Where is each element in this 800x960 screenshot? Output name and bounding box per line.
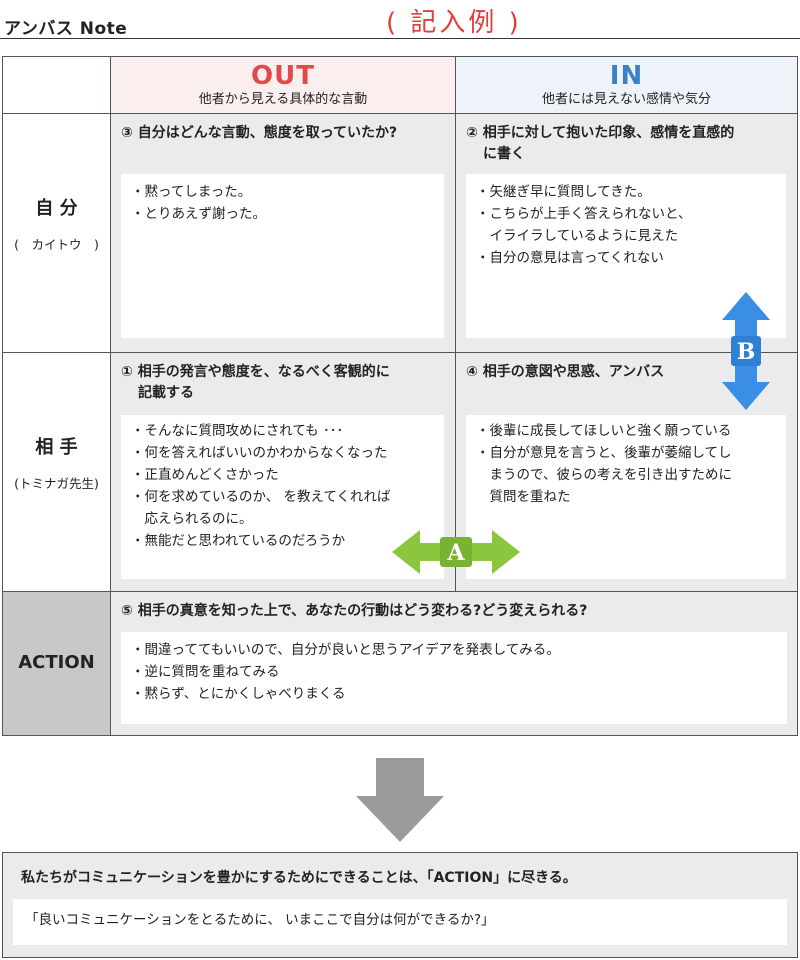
out-subtitle: 他者から見える具体的な言動	[198, 92, 368, 107]
q3-item: ・黙ってしまった。	[131, 184, 252, 200]
column-header-in: IN 他者には見えない感情や気分	[455, 56, 798, 114]
q4-title: ④ 相手の意図や思惑、アンバス	[466, 364, 665, 380]
row-label-other: 相 手 (トミナガ先生)	[2, 352, 111, 592]
q4-item: ・後輩に成長してほしいと強く願っている	[476, 423, 732, 439]
action-label: ACTION	[18, 652, 95, 673]
q5-item: ・黙らず、とにかくしゃべりまくる	[131, 686, 346, 702]
q1-box[interactable]: ・そんなに質問攻めにされても ･･･ ・何を答えればいいのかわからなくなった ・…	[121, 415, 444, 579]
self-name: ( カイトウ )	[14, 237, 99, 252]
quadrant-5: ⑤ 相手の真意を知った上で、あなたの行動はどう変わる?どう変えられる? ・間違っ…	[110, 591, 798, 736]
q1-title-line1: ① 相手の発言や態度を、なるべく客観的に	[121, 364, 390, 380]
column-header-out: OUT 他者から見える具体的な言動	[110, 56, 456, 114]
example-label: ( 記入例 )	[386, 8, 522, 38]
double-arrow-b-icon: B	[722, 292, 770, 410]
q2-box[interactable]: ・矢継ぎ早に質問してきた。 ・こちらが上手く答えられないと、 イライラしているよ…	[466, 174, 786, 338]
q2-item: ・こちらが上手く答えられないと、	[476, 206, 692, 222]
row-label-self: 自 分 ( カイトウ )	[2, 113, 111, 353]
row-label-action: ACTION	[2, 591, 111, 736]
q1-item: 応えられるのに。	[131, 511, 253, 527]
q1-title-line2: 記載する	[138, 385, 194, 401]
in-subtitle: 他者には見えない感情や気分	[541, 92, 711, 107]
q1-item: ・何を答えればいいのかわからなくなった	[131, 445, 388, 461]
q2-title: ② 相手に対して抱いた印象、感情を直感的 に書く	[466, 123, 785, 165]
out-title: OUT	[251, 61, 315, 91]
q3-box[interactable]: ・黙ってしまった。 ・とりあえず謝った。	[121, 174, 444, 338]
quadrant-3: ③ 自分はどんな言動、態度を取っていたか? ・黙ってしまった。 ・とりあえず謝っ…	[110, 113, 456, 353]
self-label: 自 分	[35, 198, 78, 219]
q5-item: ・間違っててもいいので、自分が良いと思うアイデアを発表してみる。	[131, 642, 560, 658]
q4-item: ・自分が意見を言うと、後輩が萎縮してし	[476, 445, 732, 461]
note-grid: OUT 他者から見える具体的な言動 IN 他者には見えない感情や気分 自 分 (…	[2, 56, 798, 736]
other-name: (トミナガ先生)	[14, 476, 99, 491]
other-label: 相 手	[35, 437, 78, 458]
q2-title-line2: に書く	[483, 146, 525, 162]
q1-title: ① 相手の発言や態度を、なるべく客観的に 記載する	[121, 362, 443, 404]
summary-panel: 私たちがコミュニケーションを豊かにするためにできることは、「ACTION」に尽き…	[2, 852, 798, 958]
q5-title: ⑤ 相手の真意を知った上で、あなたの行動はどう変わる?どう変えられる?	[121, 603, 588, 619]
q1-item: ・そんなに質問攻めにされても ･･･	[131, 423, 344, 439]
q1-item: ・無能だと思われているのだろうか	[131, 533, 346, 549]
q1-item: ・正直めんどくさかった	[131, 467, 279, 483]
title-divider	[0, 38, 800, 39]
summary-heading: 私たちがコミュニケーションを豊かにするためにできることは、「ACTION」に尽き…	[21, 870, 577, 886]
q3-title: ③ 自分はどんな言動、態度を取っていたか?	[121, 125, 398, 141]
q5-item: ・逆に質問を重ねてみる	[131, 664, 280, 680]
corner-cell	[2, 56, 111, 114]
note-title: アンバス Note	[4, 19, 128, 39]
down-arrow-icon	[356, 758, 444, 842]
q3-item: ・とりあえず謝った。	[131, 206, 266, 222]
in-title: IN	[609, 61, 644, 91]
q1-item: ・何を求めているのか、 を教えてくれれば	[131, 489, 391, 505]
summary-quote: 「良いコミュニケーションをとるために、 いまここで自分は何ができるか?」	[25, 912, 495, 928]
quadrant-2: ② 相手に対して抱いた印象、感情を直感的 に書く ・矢継ぎ早に質問してきた。 ・…	[455, 113, 798, 353]
arrow-b-label: B	[737, 339, 756, 365]
q2-item: ・矢継ぎ早に質問してきた。	[476, 184, 651, 200]
arrow-a-label: A	[446, 540, 465, 566]
q4-item: 質問を重ねた	[476, 489, 571, 505]
q2-title-line1: ② 相手に対して抱いた印象、感情を直感的	[466, 125, 735, 141]
q4-item: まうので、彼らの考えを引き出すために	[476, 467, 732, 483]
q2-item: ・自分の意見は言ってくれない	[476, 250, 664, 266]
summary-quote-box[interactable]: 「良いコミュニケーションをとるために、 いまここで自分は何ができるか?」	[13, 899, 787, 945]
q2-item: イライラしているように見えた	[476, 228, 679, 244]
double-arrow-a-icon: A	[392, 530, 520, 574]
q5-box[interactable]: ・間違っててもいいので、自分が良いと思うアイデアを発表してみる。 ・逆に質問を重…	[121, 632, 787, 724]
